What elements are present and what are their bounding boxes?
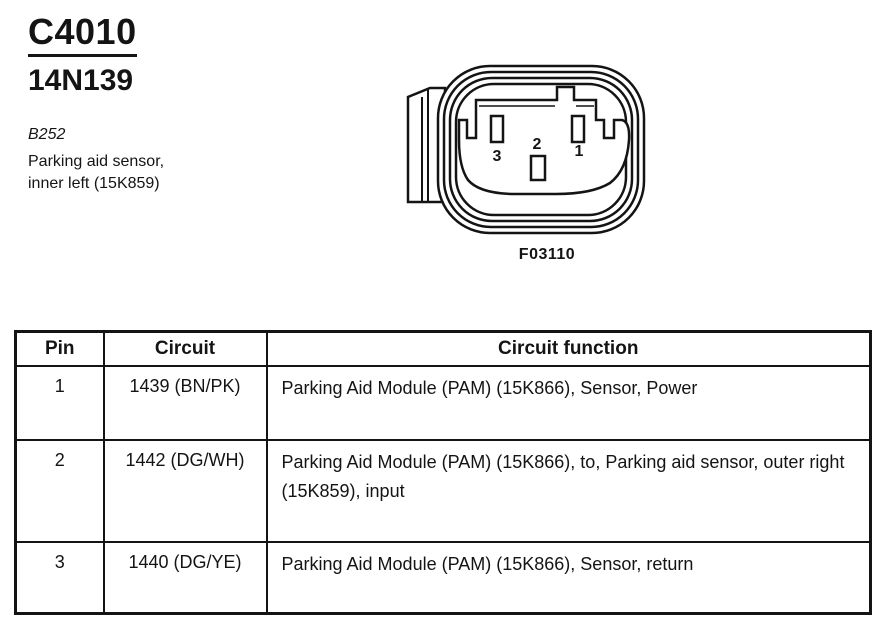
- function-cell: Parking Aid Module (PAM) (15K866), Senso…: [265, 365, 872, 441]
- circuit-cell: 1442 (DG/WH): [102, 439, 268, 543]
- connector-description: Parking aid sensor, inner left (15K859): [28, 151, 164, 195]
- table-row: 3 1440 (DG/YE) Parking Aid Module (PAM) …: [14, 541, 872, 615]
- table-row: 2 1442 (DG/WH) Parking Aid Module (PAM) …: [14, 439, 872, 543]
- location-code: B252: [28, 125, 66, 143]
- header-circuit-function: Circuit function: [265, 330, 872, 367]
- table-row: 1 1439 (BN/PK) Parking Aid Module (PAM) …: [14, 365, 872, 441]
- figure-code: F03110: [518, 246, 576, 263]
- pin-2-label: 2: [533, 136, 542, 153]
- connector-id: C4010: [28, 12, 137, 57]
- pin-3-terminal: [489, 114, 505, 144]
- header-circuit: Circuit: [102, 330, 268, 367]
- header-pin: Pin: [14, 330, 105, 367]
- circuit-cell: 1440 (DG/YE): [102, 541, 268, 615]
- function-cell: Parking Aid Module (PAM) (15K866), Senso…: [265, 541, 872, 615]
- connector-face-diagram: 3 2 1: [406, 64, 646, 235]
- pin-cell: 1: [14, 365, 105, 441]
- connector-cavity: [457, 85, 631, 196]
- part-number: 14N139: [28, 63, 134, 97]
- pin-2-terminal: [529, 154, 547, 182]
- description-line-1: Parking aid sensor,: [28, 152, 165, 170]
- connector-shell-ring: [442, 70, 640, 229]
- description-line-2: inner left (15K859): [28, 174, 160, 192]
- pin-1-label: 1: [575, 143, 584, 160]
- connector-shell-ring: [448, 76, 634, 223]
- page-header: C4010 14N139 B252 Parking aid sensor, in…: [28, 12, 164, 195]
- pin-3-label: 3: [493, 148, 502, 165]
- pin-cell: 3: [14, 541, 105, 615]
- pin-1-terminal: [570, 114, 586, 144]
- function-cell: Parking Aid Module (PAM) (15K866), to, P…: [265, 439, 872, 543]
- pinout-table: Pin Circuit Circuit function 1 1439 (BN/…: [14, 330, 872, 615]
- circuit-cell: 1439 (BN/PK): [102, 365, 268, 441]
- pin-cell: 2: [14, 439, 105, 543]
- table-header-row: Pin Circuit Circuit function: [14, 330, 872, 367]
